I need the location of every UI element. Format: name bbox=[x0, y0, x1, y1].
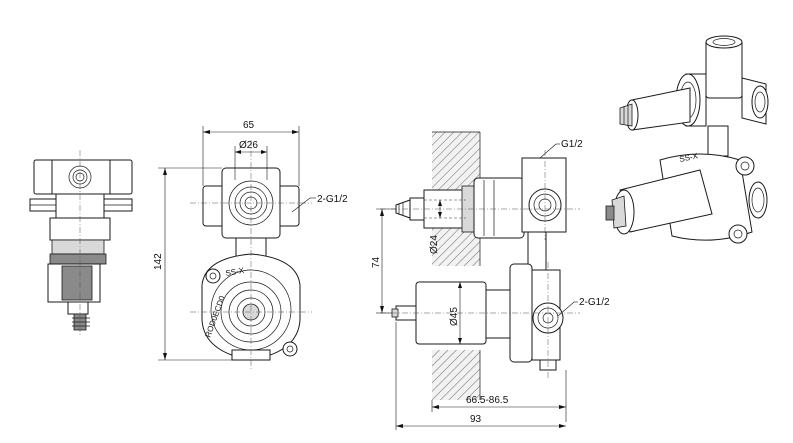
section-view-dimensions: G1/2 2-G1/2 74 Ø24 Ø45 66.5-86.5 93 bbox=[371, 139, 610, 430]
body-marking: SS-X bbox=[225, 266, 246, 278]
dim-depth-74: 74 bbox=[371, 256, 382, 268]
dim-wall-range: 66.5-86.5 bbox=[466, 395, 509, 406]
front-view-dimensions: 65 Ø26 142 2-G1/2 bbox=[153, 120, 348, 361]
label-thread-top: G1/2 bbox=[561, 139, 583, 150]
label-thread-front: 2-G1/2 bbox=[317, 194, 348, 205]
dim-height-142: 142 bbox=[153, 253, 164, 270]
dim-depth-93: 93 bbox=[470, 414, 482, 425]
dim-dia-24: Ø24 bbox=[429, 235, 440, 254]
label-thread-side: 2-G1/2 bbox=[579, 297, 610, 308]
isometric-view: SS-X bbox=[605, 35, 769, 244]
iso-body-marking: SS-X bbox=[679, 151, 700, 164]
dim-width-65: 65 bbox=[243, 120, 255, 131]
section-view bbox=[380, 131, 580, 400]
dim-dia-26: Ø26 bbox=[239, 140, 258, 151]
side-view bbox=[29, 150, 133, 335]
dim-dia-45: Ø45 bbox=[449, 307, 460, 326]
front-view: SS-X ROD0ECD0 bbox=[190, 140, 312, 370]
